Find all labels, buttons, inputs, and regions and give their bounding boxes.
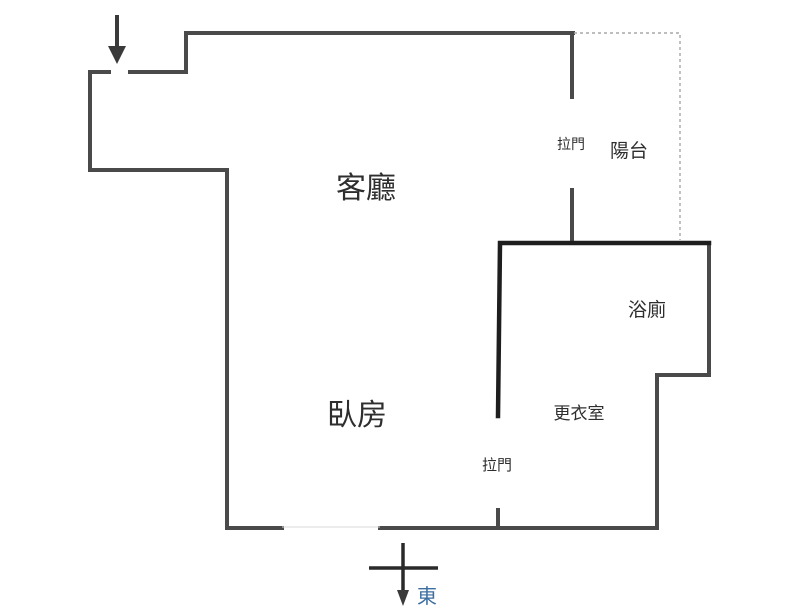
room-label-bathroom: 浴廁	[628, 298, 666, 321]
entrance-arrow-icon	[108, 15, 126, 64]
door-label-balcony-sliding-door: 拉門	[557, 137, 585, 153]
room-label-living-room: 客廳	[336, 171, 396, 206]
compass-direction-label: 東	[417, 584, 437, 608]
outer-walls	[88, 31, 711, 530]
door-label-closet-sliding-door: 拉門	[482, 456, 512, 474]
compass-arrow-icon	[397, 590, 409, 606]
room-label-balcony: 陽台	[610, 140, 648, 162]
balcony-outline	[574, 32, 681, 240]
room-label-walk-in-closet: 更衣室	[554, 404, 605, 424]
bathroom-walls	[495, 240, 712, 419]
compass-indicator: 東	[369, 543, 438, 608]
room-label-bedroom: 臥房	[327, 398, 387, 433]
